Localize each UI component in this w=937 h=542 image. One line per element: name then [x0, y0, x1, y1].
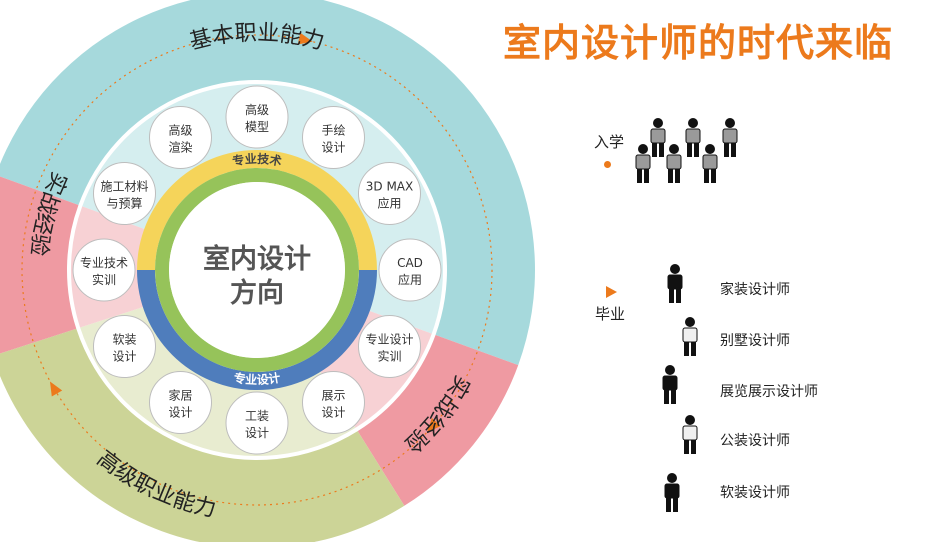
- skill-bubble-label: 设计: [168, 406, 192, 420]
- role-label: 家装设计师: [720, 282, 790, 298]
- skill-bubble: [358, 162, 422, 225]
- person-icon: [664, 143, 684, 189]
- skill-bubble-label: 与预算: [106, 196, 142, 211]
- person-icon: [680, 414, 700, 460]
- skill-bubble-label: 工装: [245, 409, 269, 423]
- skill-bubble: [225, 85, 289, 149]
- skill-bubble-label: 专业技术: [80, 255, 128, 270]
- outer-ring-bottom: [0, 328, 405, 542]
- skill-bubble-label: 实训: [377, 349, 401, 364]
- person-icon: [680, 316, 700, 362]
- skill-bubble-label: 家居: [168, 388, 192, 403]
- skill-bubble: [302, 371, 365, 435]
- graduate-arrow-icon: [606, 286, 617, 298]
- skill-bubble-label: CAD: [397, 256, 423, 270]
- center-circle: [169, 182, 345, 358]
- inner-ring-blue: [137, 270, 377, 390]
- skill-bubble-label: 软装: [112, 333, 136, 347]
- role-label: 展览展示设计师: [720, 384, 818, 400]
- skill-bubble-label: 高级: [168, 122, 192, 137]
- enroll-dot-icon: [604, 161, 611, 168]
- skill-bubble-label: 展示: [321, 389, 345, 403]
- person-icon: [665, 263, 685, 309]
- skill-bubble-label: 施工材料: [100, 180, 148, 194]
- person-icon: [700, 143, 720, 189]
- person-icon: [662, 472, 682, 518]
- outer-ring-top: [0, 0, 536, 366]
- role-label: 公装设计师: [720, 433, 790, 449]
- skill-bubble-label: 应用: [377, 196, 401, 211]
- person-icon: [720, 117, 740, 163]
- center-subtitle: 方向: [230, 277, 284, 309]
- inner-ring-bottom-label: 专业设计: [233, 370, 282, 387]
- role-label: 别墅设计师: [720, 333, 790, 349]
- skill-bubble-label: 手绘: [321, 122, 345, 137]
- person-icon: [683, 117, 703, 163]
- inner-ring-green: [155, 168, 359, 372]
- skill-bubble-label: 高级: [245, 102, 269, 117]
- inner-ring-yellow: [137, 150, 377, 270]
- skill-bubble-label: 渲染: [168, 139, 192, 154]
- skill-bubble-label: 模型: [245, 120, 269, 134]
- graduate-label: 毕业: [595, 305, 626, 323]
- skill-bubble: [149, 105, 212, 169]
- skill-bubble: [302, 105, 365, 169]
- skill-bubble-label: 应用: [398, 272, 422, 287]
- role-label: 软装设计师: [720, 485, 790, 501]
- skill-bubble: [92, 315, 156, 378]
- skill-bubble: [92, 162, 156, 225]
- skill-bubble: [72, 238, 136, 302]
- skill-bubble-label: 3D MAX: [366, 180, 413, 194]
- skill-bubble-label: 实训: [92, 272, 116, 287]
- person-icon: [633, 143, 653, 189]
- person-icon: [648, 117, 668, 163]
- orbit-arrow-icon: [426, 418, 441, 433]
- outer-ring-left: [0, 176, 79, 354]
- skill-bubble-label: 设计: [321, 140, 345, 154]
- orbit-arrow-icon: [49, 381, 63, 397]
- skill-bubble: [225, 391, 289, 455]
- page-title: 室内设计师的时代来临: [503, 21, 894, 65]
- skill-bubble: [149, 371, 212, 435]
- center-title: 室内设计: [203, 243, 311, 275]
- enroll-label: 入学: [594, 133, 625, 151]
- orbit-path: [21, 34, 493, 506]
- person-icon: [660, 364, 680, 410]
- skill-bubble-label: 设计: [245, 426, 269, 440]
- orbit-arrow-icon: [297, 32, 313, 45]
- skill-bubble-label: 设计: [112, 350, 136, 364]
- skill-bubble-label: 专业设计: [365, 332, 413, 347]
- skill-bubble-label: 设计: [321, 406, 345, 420]
- skill-bubble: [378, 238, 442, 302]
- skill-bubble: [358, 315, 422, 378]
